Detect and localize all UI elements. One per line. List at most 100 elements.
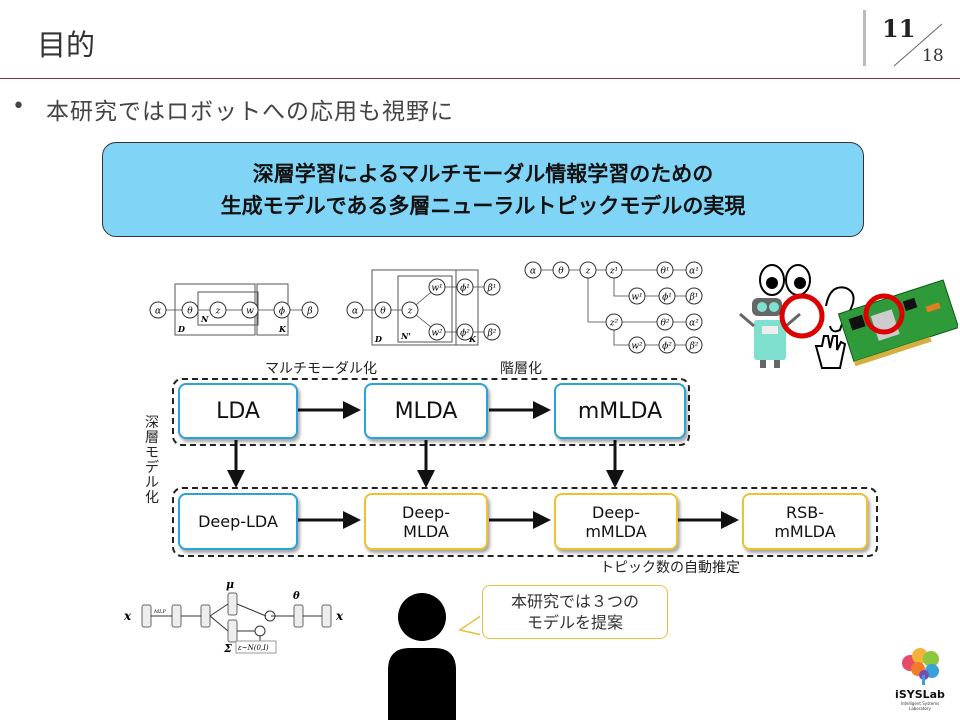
- node-label: θ¹: [660, 267, 669, 277]
- node-label: w: [246, 307, 254, 317]
- goal-line-2: 生成モデルである多層ニューラルトピックモデルの実現: [220, 193, 746, 218]
- node-label: ϕ¹: [662, 293, 672, 303]
- vae-mu: μ: [226, 578, 234, 591]
- model-mlda: MLDA: [364, 383, 488, 439]
- model-node: [685, 336, 703, 354]
- model-node: [149, 301, 167, 319]
- label-multimodal: マルチモーダル化: [265, 361, 377, 377]
- model-node: [209, 301, 227, 319]
- top-group: [172, 378, 690, 446]
- bottom-group: [172, 487, 878, 557]
- node-label: w²: [631, 342, 643, 352]
- model-node: [658, 287, 676, 305]
- model-node: [552, 261, 570, 279]
- node-label: ϕ²: [460, 329, 470, 339]
- model-node: [685, 313, 703, 331]
- node-label: w¹: [431, 284, 442, 294]
- brain-gear-icon: [902, 648, 939, 685]
- highlight-circle-icon: [863, 293, 905, 335]
- node-label: z: [407, 307, 413, 317]
- robot-icon: [739, 298, 801, 368]
- node-label: α²: [689, 319, 699, 329]
- vae-x-in: x: [123, 609, 132, 623]
- node-label: ϕ¹: [460, 284, 470, 294]
- vae-sigma: Σ: [223, 642, 232, 655]
- model-node: [374, 301, 392, 319]
- model-rsb-mmlda: RSB-mMLDA: [742, 493, 868, 550]
- model-node: [181, 301, 199, 319]
- node-label: z: [215, 307, 221, 317]
- node-label: z¹: [609, 267, 618, 277]
- model-node: [241, 301, 259, 319]
- node-label: α: [155, 307, 161, 317]
- model-node: [346, 301, 364, 319]
- highlight-circle-icon: [779, 293, 825, 339]
- node-label: β: [306, 307, 312, 317]
- logo-sub: Intelligent Systems Laboratory: [900, 701, 940, 711]
- model-node: [273, 301, 291, 319]
- label-hierarchical: 階層化: [500, 361, 542, 377]
- model-deep-mlda: Deep-MLDA: [364, 493, 488, 550]
- speech-bubble: 本研究では３つの モデルを提案: [482, 585, 668, 639]
- node-label: β²: [689, 342, 699, 352]
- model-node: [685, 287, 703, 305]
- page-total: 18: [922, 46, 944, 66]
- page-slash: [893, 23, 943, 67]
- node-label: β²: [487, 329, 497, 339]
- model-node: [605, 313, 623, 331]
- label-auto-topics: トピック数の自動推定: [600, 560, 740, 576]
- node-label: θ: [558, 267, 564, 277]
- plate-label: K: [468, 334, 477, 344]
- model-node: [428, 278, 446, 296]
- vae-x-out: x: [335, 609, 344, 623]
- node-label: ϕ²: [662, 342, 672, 352]
- model-lda: LDA: [178, 383, 298, 439]
- line2: mMLDA: [585, 521, 647, 541]
- model-deep-lda: Deep-LDA: [178, 493, 298, 550]
- page-number: 11: [882, 14, 916, 43]
- model-node: [685, 261, 703, 279]
- node-label: θ: [380, 307, 386, 317]
- robot-illustration: [739, 264, 958, 369]
- isyslab-logo: iSYSLab Intelligent Systems Laboratory: [890, 645, 950, 717]
- goal-box: 深層学習によるマルチモーダル情報学習のための 生成モデルである多層ニューラルトピ…: [102, 142, 864, 237]
- node-label: z²: [609, 319, 619, 329]
- plate-label: N: [200, 314, 209, 324]
- node-label: α: [352, 307, 358, 317]
- model-node: [656, 313, 674, 331]
- model-node: [628, 336, 646, 354]
- model-node: [656, 261, 674, 279]
- model-node: [579, 261, 597, 279]
- line1: Deep-: [592, 502, 640, 522]
- line2: MLDA: [403, 521, 449, 541]
- model-node: [483, 278, 501, 296]
- node-label: z: [585, 267, 591, 277]
- model-node: [658, 336, 676, 354]
- model-node: [401, 301, 419, 319]
- model-node: [428, 323, 446, 341]
- model-mmlda: mMLDA: [554, 383, 686, 439]
- bullet-text: 本研究ではロボットへの応用も視野に: [46, 99, 454, 125]
- line1: Deep-: [402, 502, 450, 522]
- node-label: w²: [431, 329, 443, 339]
- model-node: [605, 261, 623, 279]
- goal-line-1: 深層学習によるマルチモーダル情報学習のための: [252, 161, 714, 186]
- node-label: α: [530, 267, 536, 277]
- model-node: [483, 323, 501, 341]
- plate: [397, 275, 453, 343]
- node-label: ϕ: [279, 307, 285, 317]
- bubble-line-2: モデルを提案: [526, 613, 623, 632]
- eyes-icon: [759, 264, 811, 296]
- node-label: β¹: [487, 284, 497, 294]
- model-node: [524, 261, 542, 279]
- vae-mlp: MLP: [153, 609, 166, 615]
- hand-icon: [814, 335, 847, 369]
- plate-label: N': [400, 331, 411, 341]
- model-node: [456, 278, 474, 296]
- node-label: β¹: [689, 293, 699, 303]
